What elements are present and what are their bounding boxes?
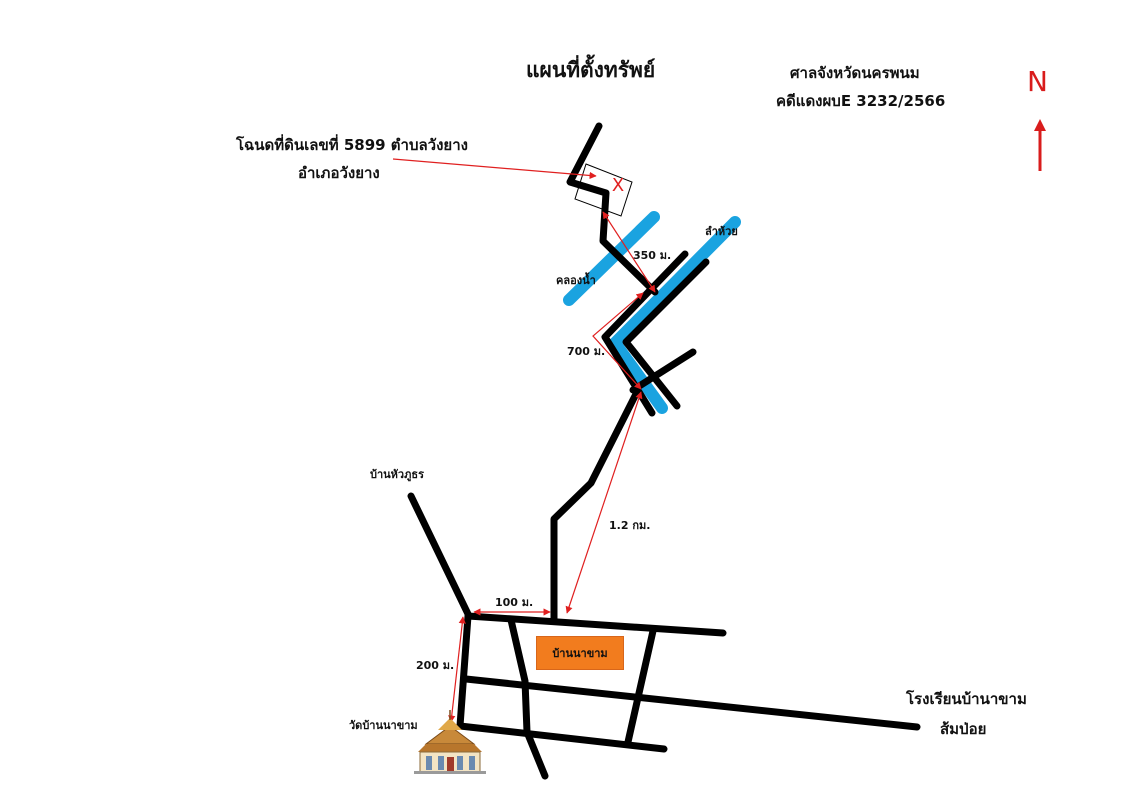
court-name: ศาลจังหวัดนครพนม bbox=[790, 64, 920, 82]
measure-200 bbox=[448, 616, 466, 723]
school-label-line2: ส้มป่อย bbox=[940, 720, 987, 738]
measure-1200 bbox=[565, 391, 643, 614]
creek-line bbox=[607, 216, 741, 414]
north-label: N bbox=[1027, 65, 1048, 98]
deed-label-line2: อำเภอวังยาง bbox=[298, 164, 380, 182]
road-south-main bbox=[550, 388, 641, 624]
distance-700: 700 ม. bbox=[567, 345, 606, 358]
road-middle-east bbox=[462, 675, 921, 731]
place-ban-hua-phu: บ้านหัวภูธร bbox=[370, 468, 424, 481]
school-label-line1: โรงเรียนบ้านาขาม bbox=[906, 690, 1027, 708]
measurements bbox=[392, 158, 656, 723]
place-wat: วัดบ้านนาขาม bbox=[349, 719, 418, 732]
deed-label-line1: โฉนดที่ดินเลขที่ 5899 ตำบลวังยาง bbox=[236, 136, 468, 154]
map-title: แผนที่ตั้งทรัพย์ bbox=[526, 58, 656, 82]
distance-1200: 1.2 กม. bbox=[609, 519, 651, 532]
canal-label: คลองน้ำ bbox=[556, 274, 596, 287]
road-access-to-property bbox=[566, 122, 659, 296]
distance-100: 100 ม. bbox=[495, 596, 534, 609]
road-north-east bbox=[464, 612, 727, 637]
measure-700 bbox=[592, 292, 644, 390]
creek-label: ลำห้วย bbox=[705, 225, 738, 238]
road-south bbox=[456, 722, 668, 753]
village-label: บ้านนาขาม bbox=[552, 647, 608, 660]
road-village-vertical-right bbox=[624, 627, 657, 746]
case-number: คดีแดงผบE 3232/2566 bbox=[776, 92, 946, 110]
roads bbox=[407, 122, 921, 780]
road-north-inner bbox=[622, 258, 710, 410]
property-marker: X bbox=[612, 175, 624, 196]
temple-icon bbox=[414, 710, 486, 774]
measure-350 bbox=[602, 211, 656, 293]
deed-pointer bbox=[392, 158, 597, 180]
distance-350: 350 ม. bbox=[633, 249, 672, 262]
road-ban-hua-phu bbox=[407, 492, 472, 618]
village-ban-na-kham: บ้านนาขาม bbox=[536, 636, 624, 670]
road-village-vertical-left bbox=[507, 616, 549, 780]
distance-200: 200 ม. bbox=[416, 659, 455, 672]
